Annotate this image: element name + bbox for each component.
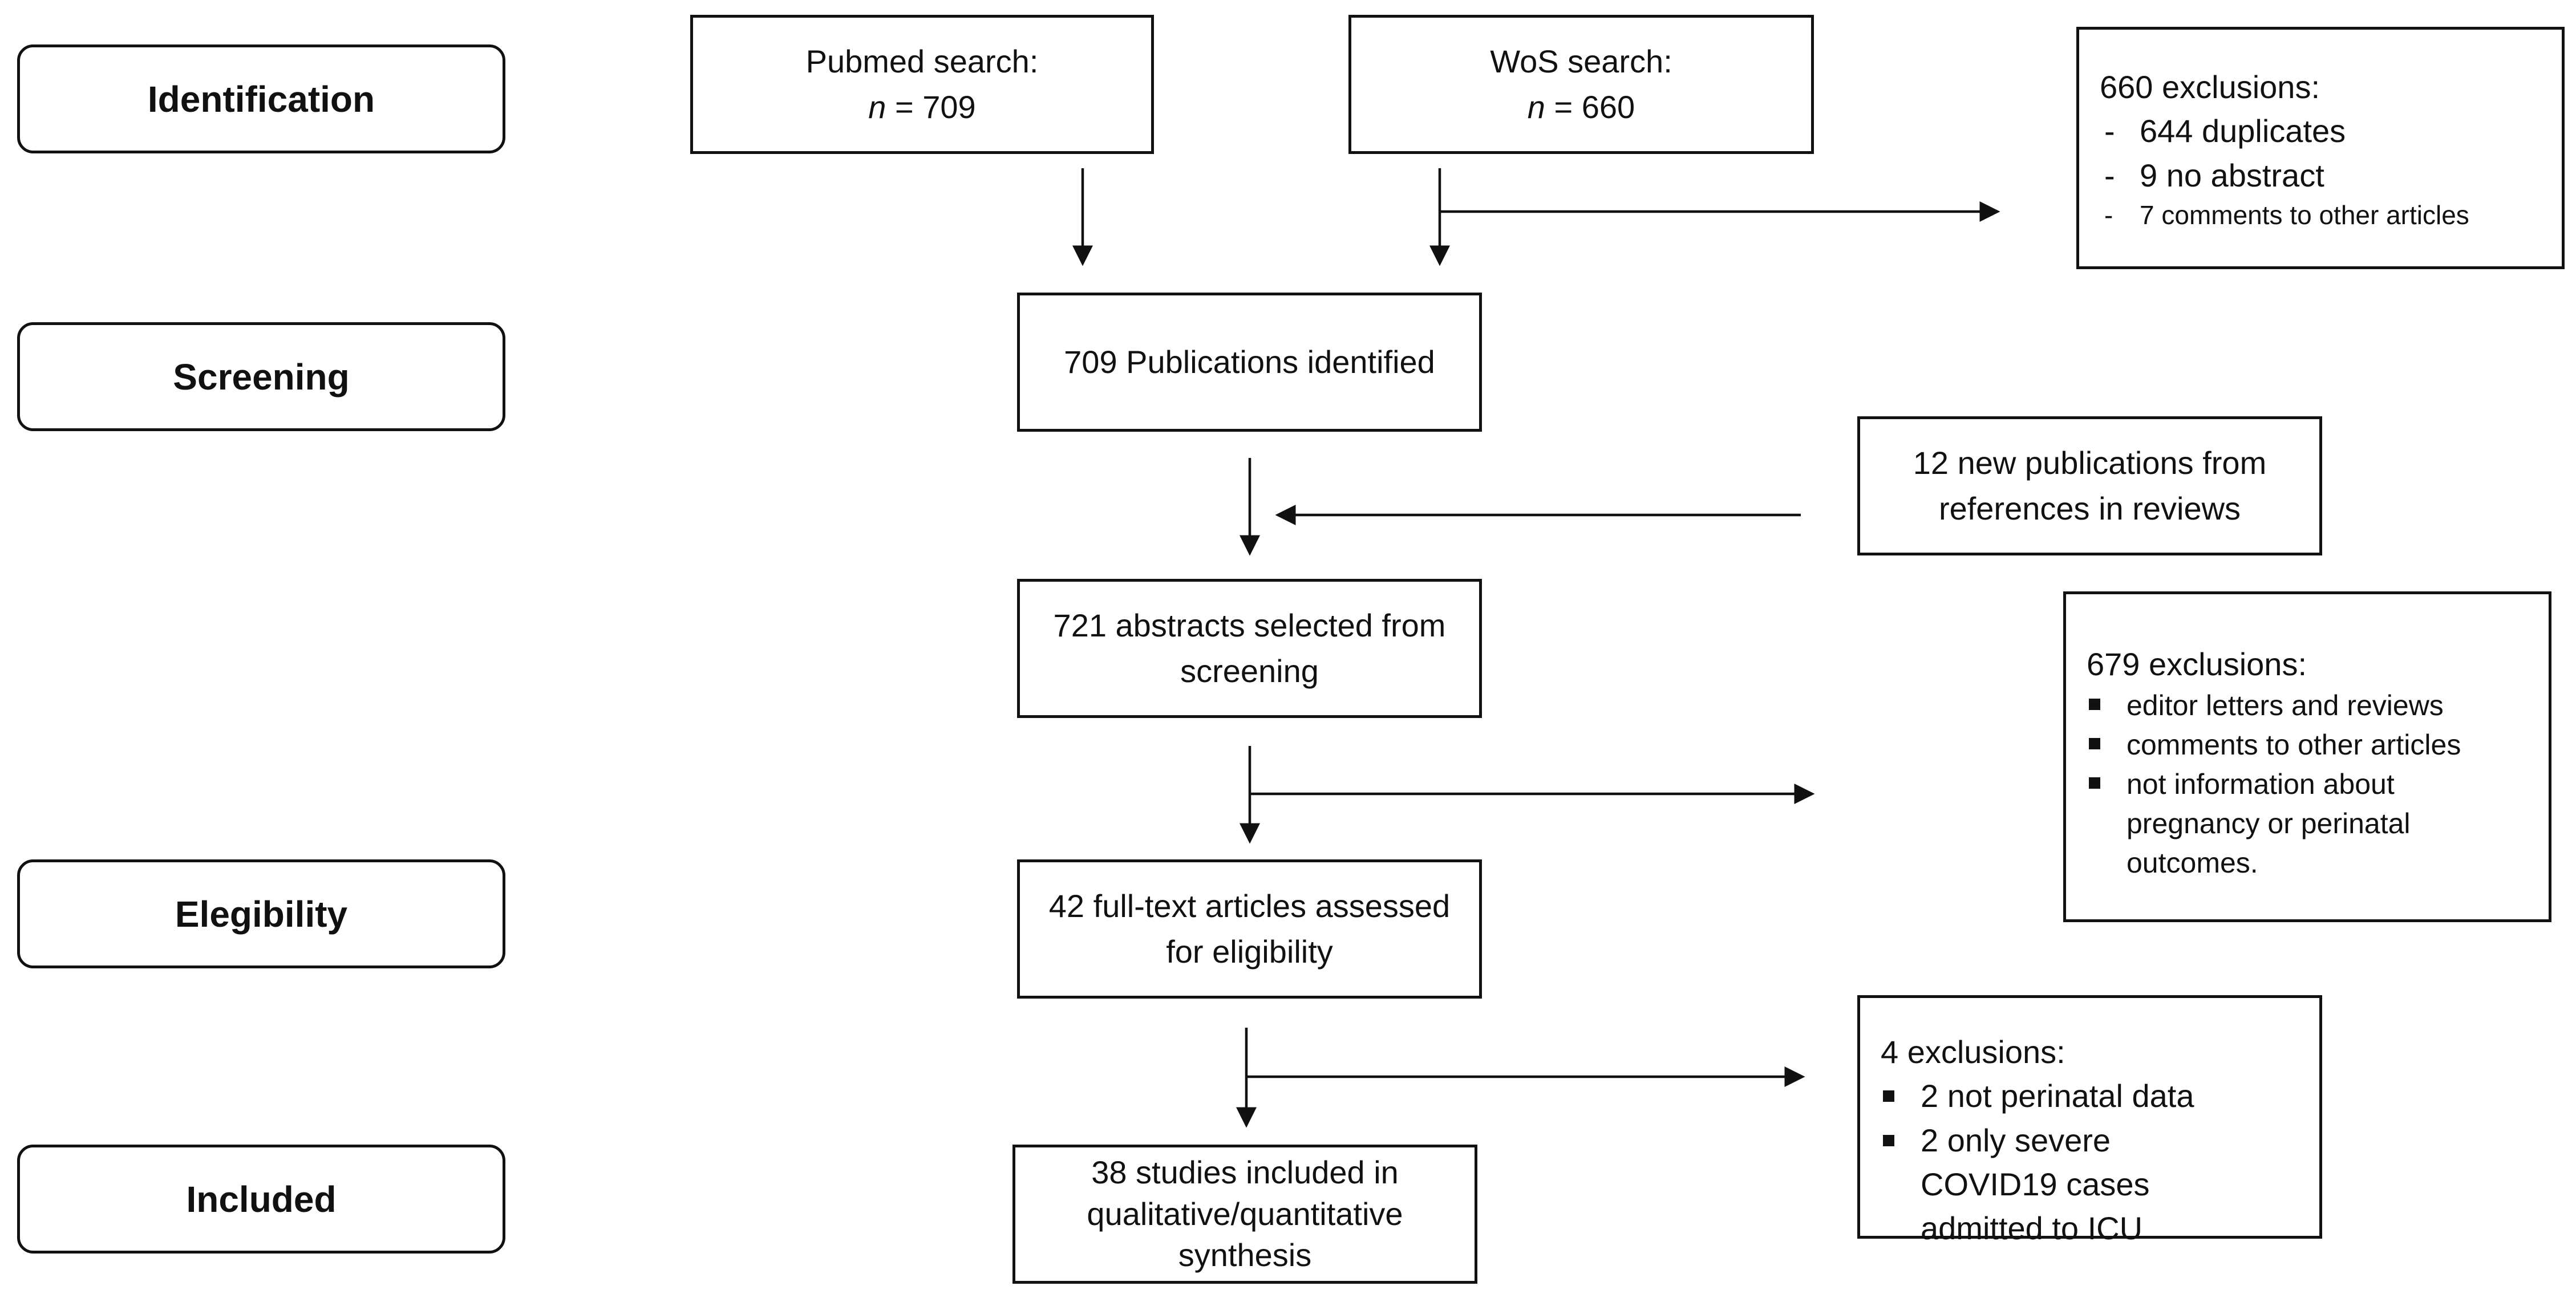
exclusions-660-item: -9 no abstract (2100, 153, 2541, 197)
exclusions-660-box: 660 exclusions: -644 duplicates -9 no ab… (2076, 27, 2565, 269)
stage-eligibility: Elegibility (17, 859, 505, 968)
fulltext-assessed-box: 42 full-text articles assessed for eligi… (1017, 859, 1482, 999)
abstracts-selected-line2: screening (1180, 653, 1319, 689)
stage-screening-label: Screening (173, 356, 350, 397)
exclusions-679-item: not information about pregnancy or perin… (2087, 765, 2528, 883)
bullet-marker (2087, 686, 2121, 725)
exclusions-679-title: 679 exclusions: (2087, 646, 2307, 682)
bullet-marker (2087, 725, 2121, 765)
stage-screening: Screening (17, 322, 505, 431)
exclusions-679-item: editor letters and reviews (2087, 686, 2528, 725)
dash-marker: - (2104, 157, 2115, 193)
studies-included-line3: synthesis (1178, 1237, 1312, 1273)
stage-included: Included (17, 1145, 505, 1254)
bullet-marker (1881, 1074, 1915, 1118)
publications-identified-box: 709 Publications identified (1017, 293, 1482, 432)
abstracts-selected-line1: 721 abstracts selected from (1053, 607, 1446, 644)
exclusions-4-box: 4 exclusions: 2 not perinatal data 2 onl… (1857, 995, 2322, 1246)
pubmed-search-label: Pubmed search: (805, 43, 1039, 80)
wos-search-label: WoS search: (1490, 43, 1672, 80)
exclusions-4-item: 2 only severe COVID19 cases admitted to … (1881, 1118, 2299, 1251)
dash-marker: - (2104, 200, 2113, 230)
pubmed-search-box: Pubmed search: n = 709 (690, 15, 1154, 154)
exclusions-679-item: comments to other articles (2087, 725, 2528, 765)
fulltext-assessed-line1: 42 full-text articles assessed (1048, 888, 1451, 924)
exclusions-4-list: 2 not perinatal data 2 only severe COVID… (1881, 1074, 2299, 1250)
pubmed-search-count: n = 709 (868, 89, 976, 125)
publications-identified-label: 709 Publications identified (1064, 344, 1435, 380)
studies-included-line1: 38 studies included in (1091, 1154, 1399, 1190)
bullet-marker (2087, 765, 2121, 804)
exclusions-4-title: 4 exclusions: (1881, 1034, 2065, 1070)
studies-included-box: 38 studies included in qualitative/quant… (1012, 1145, 1477, 1284)
exclusions-660-item: -644 duplicates (2100, 109, 2541, 153)
exclusions-660-item: -7 comments to other articles (2100, 197, 2541, 233)
new-publications-box: 12 new publications from references in r… (1857, 416, 2322, 555)
exclusions-679-list: editor letters and reviews comments to o… (2087, 686, 2528, 883)
wos-search-count: n = 660 (1527, 89, 1635, 125)
studies-included-line2: qualitative/quantitative (1087, 1195, 1403, 1232)
fulltext-assessed-line2: for eligibility (1166, 934, 1333, 970)
stage-included-label: Included (186, 1178, 337, 1220)
exclusions-4-item: 2 not perinatal data (1881, 1074, 2299, 1118)
exclusions-679-box: 679 exclusions: editor letters and revie… (2063, 591, 2551, 922)
abstracts-selected-box: 721 abstracts selected from screening (1017, 579, 1482, 718)
exclusions-660-list: -644 duplicates -9 no abstract -7 commen… (2100, 109, 2541, 233)
exclusions-660-title: 660 exclusions: (2100, 69, 2320, 105)
stage-identification: Identification (17, 44, 505, 153)
bullet-marker (1881, 1118, 1915, 1162)
dash-marker: - (2104, 113, 2115, 149)
stage-identification-label: Identification (147, 78, 375, 120)
new-publications-line2: references in reviews (1938, 490, 2241, 526)
wos-search-box: WoS search: n = 660 (1348, 15, 1814, 154)
stage-eligibility-label: Elegibility (175, 893, 348, 935)
new-publications-line1: 12 new publications from (1913, 445, 2267, 481)
